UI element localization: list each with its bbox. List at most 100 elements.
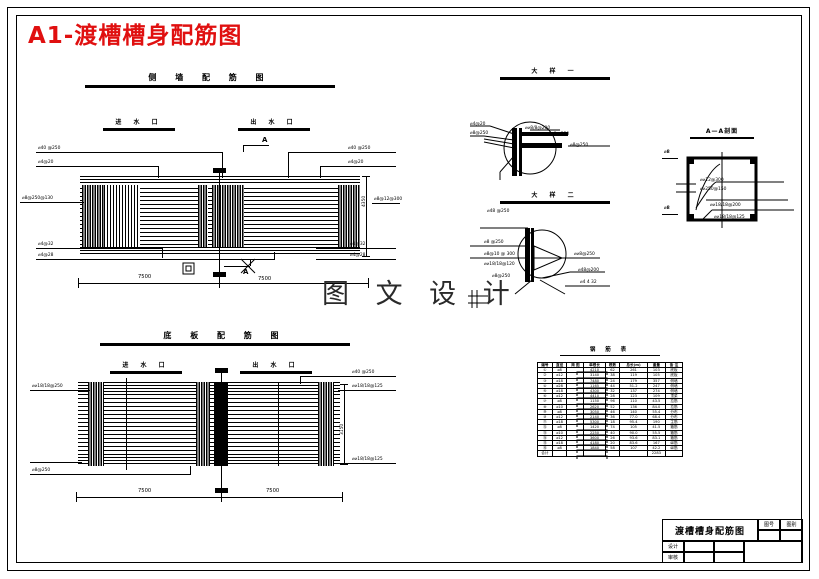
dim-chain-bs-tick-3 bbox=[342, 492, 343, 502]
bottom-slab-stirrup-mid bbox=[196, 382, 210, 466]
table-cell bbox=[566, 440, 608, 449]
centreline-bottom-slab bbox=[221, 368, 222, 496]
rebar-shape-icon bbox=[576, 382, 608, 386]
sub-label-outlet-side-wall: 出 水 口 bbox=[238, 117, 310, 131]
title-block-cell-drawing-type-value bbox=[780, 530, 803, 541]
title-block-cell-blank-c bbox=[714, 552, 744, 563]
centre-marker-side-wall bbox=[213, 168, 226, 173]
table-cell: 侧墙 bbox=[664, 377, 684, 384]
callout-detail-2-b: ⌀8 @250 bbox=[484, 240, 504, 245]
rebar-shape-icon bbox=[576, 392, 608, 397]
table-cell: 103 bbox=[646, 367, 666, 374]
table-cell bbox=[566, 387, 608, 397]
sub-label-outlet-bottom-slab: 出 水 口 bbox=[240, 360, 312, 374]
table-cell bbox=[566, 414, 608, 423]
callout-detail-2-a: ⌀48 @250 bbox=[487, 209, 510, 214]
cross-marker-side-wall bbox=[240, 258, 256, 274]
table-cell: 105 bbox=[646, 372, 666, 379]
callout-detail-2-e: ⌀8@250 bbox=[492, 274, 511, 279]
edge-mark-section-aa-bottom: ⌀8 bbox=[664, 206, 670, 211]
callout-side-wall-right-2: ⌀4@20 bbox=[348, 160, 364, 165]
table-header-cell: 备 注 bbox=[664, 361, 684, 369]
stirrup-cluster-mid-a bbox=[198, 176, 208, 256]
dim-chain-bottom-slab bbox=[76, 497, 342, 498]
table-cell bbox=[566, 429, 608, 438]
table-cell: 83.1 bbox=[646, 434, 666, 442]
side-wall-top-band bbox=[80, 176, 360, 185]
rebar-shape-icon bbox=[576, 455, 608, 459]
edge-mark-section-aa-top: ⌀8 bbox=[664, 150, 670, 155]
title-block-cell-review-value bbox=[684, 552, 714, 563]
table-cell bbox=[566, 367, 608, 376]
leader-left-4-drop bbox=[162, 248, 163, 258]
bottom-slab-inner-line-left bbox=[126, 378, 127, 470]
table-cell: 拉筋 bbox=[664, 403, 684, 410]
table-header-cell: 单根长 bbox=[583, 361, 606, 369]
stirrup-cluster-left bbox=[82, 176, 104, 256]
dim-span-side-wall-1: 7500 bbox=[138, 274, 152, 280]
page-title: A1-渡槽槽身配筋图 bbox=[28, 23, 243, 49]
table-cell bbox=[566, 434, 608, 443]
bottom-slab-leader-right-1-drop bbox=[300, 376, 301, 384]
title-block-cell-drawing-type-label: 图别 bbox=[780, 519, 803, 530]
bottom-slab-leader-right-2 bbox=[338, 390, 396, 391]
rebar-shape-icon bbox=[576, 371, 608, 376]
callout-side-wall-left-2: ⌀4@20 bbox=[38, 160, 54, 165]
stirrup-spread-left bbox=[104, 176, 140, 256]
title-block-cell-review-label: 审核 bbox=[662, 552, 684, 563]
centre-marker-bottom-slab-top bbox=[215, 368, 228, 373]
table-cell bbox=[566, 450, 608, 459]
rebar-shape-icon bbox=[576, 387, 608, 391]
view-heading-detail-2: 大 样 二 bbox=[500, 190, 610, 204]
table-cell: 纵筋 bbox=[664, 445, 684, 452]
leader-left-3 bbox=[20, 202, 84, 203]
table-cell: 42.2 bbox=[646, 445, 666, 452]
callout-detail-1-c: ⌀⌀8/8@200 bbox=[525, 126, 551, 131]
callout-detail-2-d: ⌀⌀18/18@120 bbox=[484, 262, 515, 267]
callout-bottom-slab-left-2: ⌀8@250 bbox=[32, 468, 51, 473]
bottom-slab-leader-left-2-drop bbox=[190, 466, 191, 475]
table-cell: 底板 bbox=[664, 367, 684, 374]
callout-bottom-slab-right-1: ⌀40 @250 bbox=[352, 370, 375, 375]
table-cell: 箍筋 bbox=[664, 429, 684, 436]
dim-chain-tick-1 bbox=[78, 278, 79, 288]
section-mark-a2-label: A bbox=[243, 268, 249, 276]
detail-2-geometry bbox=[470, 227, 610, 295]
table-cell: 底板 bbox=[664, 372, 684, 379]
leader-right-1-drop bbox=[288, 152, 289, 178]
leader-right-2-drop bbox=[320, 166, 321, 178]
callout-side-wall-left-3: ⌀8@250@130 bbox=[22, 196, 53, 201]
table-cell: 合计 bbox=[537, 450, 553, 457]
callout-side-wall-right-4: ⌀4@32 bbox=[350, 242, 366, 247]
dim-chain-side-wall bbox=[78, 283, 368, 284]
leader-left-2-drop bbox=[158, 166, 159, 178]
dim-chain-bs-tick-1 bbox=[76, 492, 77, 502]
section-mark-a-tick bbox=[243, 145, 244, 152]
leader-left-1-drop bbox=[222, 152, 223, 178]
rebar-shape-icon bbox=[576, 377, 608, 381]
leader-left-5 bbox=[36, 259, 274, 260]
bottom-slab-dim-height-line bbox=[344, 384, 345, 464]
table-cell: 43.5 bbox=[646, 398, 666, 405]
edge-mark-line-top bbox=[662, 158, 678, 159]
callout-bottom-slab-right-2: ⌀⌀18/18@125 bbox=[352, 384, 383, 389]
section-mark-a2-tick bbox=[250, 259, 251, 266]
dim-height-line-side-wall bbox=[366, 176, 367, 256]
title-block-cell-drawing-no-value bbox=[758, 530, 780, 541]
rebar-shape-icon bbox=[576, 408, 608, 412]
section-mark-a-line bbox=[243, 145, 269, 146]
bottom-slab-inner-line-right bbox=[278, 382, 279, 466]
leader-right-3 bbox=[372, 203, 400, 204]
rebar-table-heading: 钢 筋 表 bbox=[560, 345, 660, 356]
leader-right-5 bbox=[316, 259, 396, 260]
callout-detail-1-b: ⌀8@250 bbox=[470, 131, 489, 136]
dim-height-tick-top bbox=[362, 176, 370, 177]
callout-section-aa-1: ⌀⌀12@300 bbox=[700, 178, 724, 183]
bottom-slab-stirrup-right bbox=[318, 382, 334, 466]
leader-right-1 bbox=[288, 152, 396, 153]
